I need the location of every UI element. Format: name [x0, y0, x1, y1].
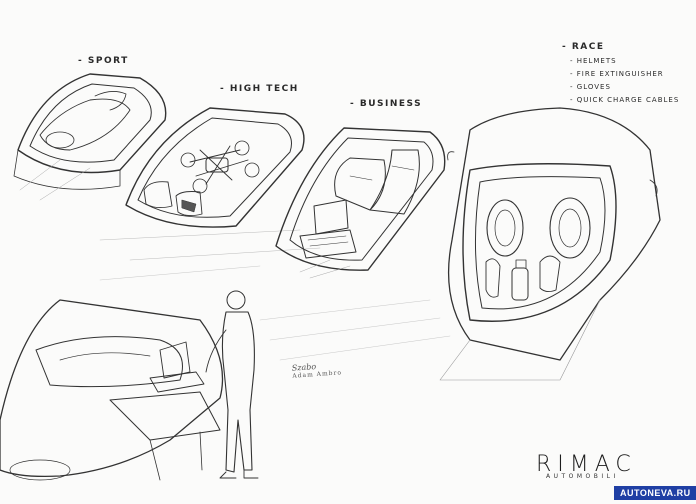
race-item: Fire extinguisher	[570, 70, 679, 78]
label-race-text: Race	[571, 42, 605, 52]
floor-hatching	[99, 265, 451, 361]
foreground-car	[0, 299, 224, 481]
watermark: AUTONEVA.RU	[614, 486, 696, 500]
race-tray	[439, 107, 661, 381]
label-sport-text: Sport	[87, 56, 129, 66]
race-item: Gloves	[570, 83, 679, 91]
brand-logo: RIMAC	[536, 452, 637, 477]
label-business-text: Business	[359, 99, 423, 109]
brand-subtitle: AUTOMOBILI	[546, 473, 619, 480]
race-item: Helmets	[570, 57, 679, 65]
race-item-list: Helmets Fire extinguisher Gloves Quick c…	[570, 57, 679, 109]
label-high-tech: - High Tech	[220, 84, 299, 94]
label-race: - Race	[562, 42, 605, 52]
business-tray	[275, 127, 446, 279]
label-sport: - Sport	[78, 56, 129, 66]
person-figure	[205, 290, 259, 479]
label-high-tech-text: High Tech	[229, 84, 299, 94]
race-item: Quick charge cables	[570, 96, 679, 104]
label-business: - Business	[350, 99, 423, 109]
high-tech-tray	[99, 107, 321, 261]
sport-tray	[13, 73, 167, 201]
